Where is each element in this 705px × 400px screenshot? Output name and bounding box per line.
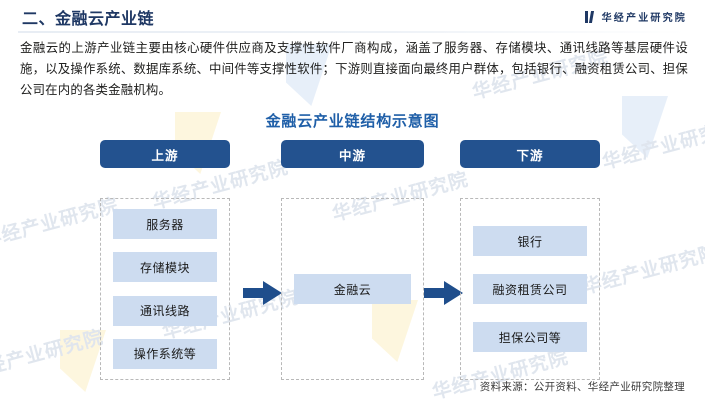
node-item[interactable]: 存储模块 [113, 252, 217, 283]
node-item[interactable]: 担保公司等 [473, 322, 587, 352]
industry-chain-diagram: 上游 服务器 存储模块 通讯线路 操作系统等 中游 金融云 [0, 140, 705, 385]
diagram-column-upstream: 上游 服务器 存储模块 通讯线路 操作系统等 [100, 140, 230, 380]
brand-name: 华经产业研究院 [601, 13, 687, 24]
node-item[interactable]: 服务器 [113, 209, 217, 239]
arrow-right-icon [424, 280, 464, 306]
node-item[interactable]: 金融云 [294, 274, 411, 304]
page-header: 二、金融云产业链 华经产业研究院 [0, 0, 705, 33]
arrow-right-icon [243, 280, 283, 306]
node-item[interactable]: 银行 [473, 226, 587, 256]
node-item[interactable]: 融资租赁公司 [473, 274, 587, 304]
chart-title: 金融云产业链结构示意图 [265, 113, 440, 130]
column-body-upstream: 服务器 存储模块 通讯线路 操作系统等 [100, 198, 230, 380]
column-header-downstream: 下游 [460, 140, 600, 168]
column-header-midstream: 中游 [281, 140, 424, 168]
diagram-column-downstream: 下游 银行 融资租赁公司 担保公司等 [460, 140, 600, 380]
node-item[interactable]: 操作系统等 [113, 338, 217, 369]
column-body-midstream: 金融云 [281, 198, 424, 380]
bookmark-bars-icon [584, 10, 596, 23]
column-header-upstream: 上游 [100, 140, 230, 168]
header-divider [18, 31, 687, 33]
source-note: 资料来源：公开资料、华经产业研究院整理 [479, 381, 685, 393]
brand-logo: 华经产业研究院 [584, 9, 687, 24]
node-item[interactable]: 通讯线路 [113, 295, 217, 326]
diagram-column-midstream: 中游 金融云 [281, 140, 424, 380]
column-body-downstream: 银行 融资租赁公司 担保公司等 [460, 198, 600, 380]
intro-paragraph: 金融云的上游产业链主要由核心硬件供应商及支撑性软件厂商构成，涵盖了服务器、存储模… [20, 41, 688, 97]
page-title: 二、金融云产业链 [22, 11, 155, 28]
